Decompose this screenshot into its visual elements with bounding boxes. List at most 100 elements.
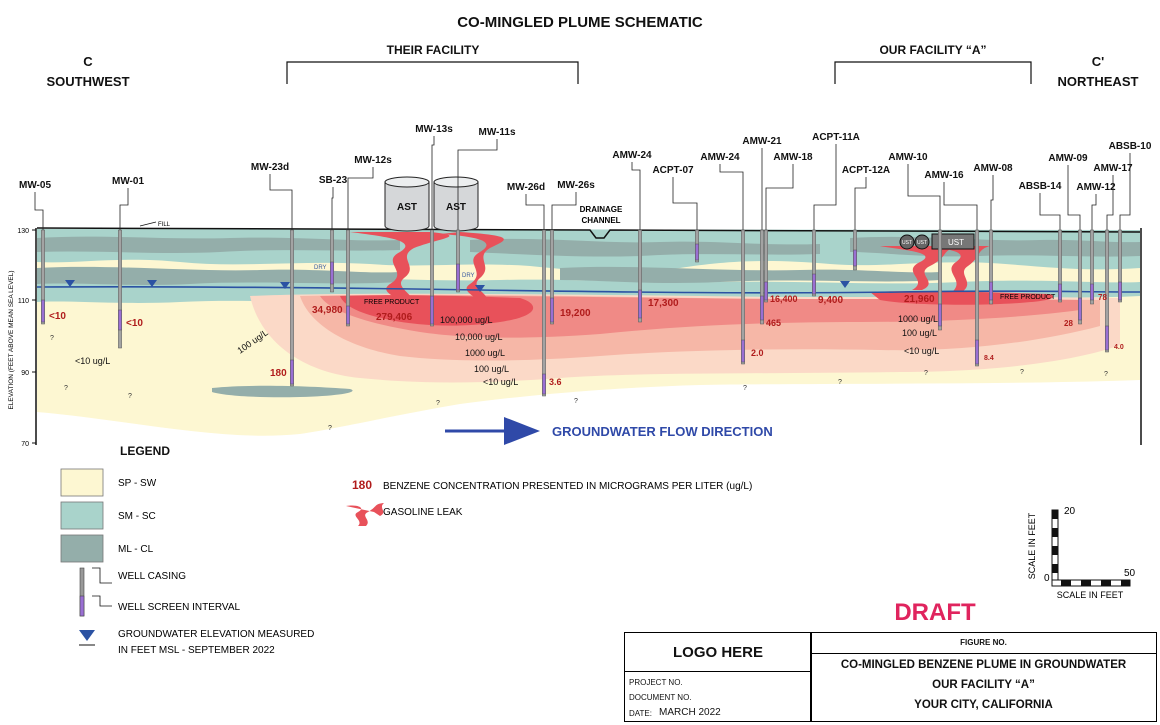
well-label: AMW-09	[1048, 153, 1088, 164]
well-screen	[853, 249, 857, 267]
concentration-value: 21,960	[904, 294, 935, 305]
well-leader	[719, 164, 744, 230]
drainage-label-2: CHANNEL	[581, 216, 620, 225]
fill-label: FILL	[158, 222, 171, 228]
legend-swatch-ml	[60, 534, 104, 563]
section-right-letter: C'	[1092, 54, 1104, 69]
legend-casing-label: WELL CASING	[118, 571, 186, 582]
well-screen	[1090, 283, 1094, 301]
well-leader	[854, 177, 867, 230]
ust-1-label: UST	[902, 240, 912, 246]
well-casing	[330, 229, 334, 293]
well-casing	[346, 229, 350, 327]
well-screen	[118, 309, 122, 331]
unknown-mark: ?	[838, 379, 842, 386]
groundwater-flow-label: GROUNDWATER FLOW DIRECTION	[552, 424, 773, 439]
ust-2-label: UST	[917, 240, 927, 246]
well-label: AMW-21	[742, 136, 782, 147]
scale-h-label: SCALE IN FEET	[1057, 590, 1124, 600]
well-casing	[41, 229, 45, 325]
well-label: AMW-24	[612, 150, 652, 161]
unknown-mark: ?	[924, 370, 928, 377]
groundwater-marker	[280, 282, 290, 289]
well-16: AMW-10	[888, 152, 942, 331]
well-label: AMW-08	[973, 163, 1013, 174]
draft-stamp: DRAFT	[894, 599, 976, 626]
contour-label: 1000 ug/L	[898, 314, 938, 324]
project-no-label: PROJECT NO.	[629, 678, 683, 687]
well-leader	[525, 194, 545, 230]
well-15: ACPT-12A	[842, 165, 890, 271]
concentration-value: 465	[766, 318, 781, 328]
well-casing	[760, 229, 764, 325]
gasoline-leak-1	[350, 232, 450, 304]
figure-title: CO-MINGLED PLUME SCHEMATIC	[457, 14, 703, 31]
concentration-value: <10	[126, 318, 143, 329]
groundwater-marker	[840, 281, 850, 288]
well-screen	[330, 261, 334, 285]
concentration-value: 180	[270, 368, 287, 379]
well-17: AMW-16	[924, 170, 979, 367]
unknown-marks: ???????????	[50, 335, 1108, 432]
well-label: ACPT-07	[652, 165, 694, 176]
well-casing	[456, 229, 460, 293]
legend-sm-label: SM - SC	[118, 511, 156, 522]
well-leader	[1091, 194, 1097, 230]
contour-label: 100,000 ug/L	[440, 315, 493, 325]
groundwater-elevation-markers	[65, 280, 850, 292]
well-leader	[431, 136, 435, 230]
well-screen	[1105, 325, 1109, 351]
groundwater-marker	[147, 280, 157, 287]
well-leader	[331, 187, 334, 230]
unknown-mark: ?	[128, 393, 132, 400]
legend-ml-label: ML - CL	[118, 544, 154, 555]
well-screen	[542, 373, 546, 395]
ast-2-label: AST	[446, 202, 466, 213]
free-product-right: FREE PRODUCT	[1000, 294, 1056, 301]
well-18: AMW-08	[973, 163, 1013, 305]
title-block-left: LOGO HERE PROJECT NO. DOCUMENT NO. DATE:…	[624, 632, 812, 722]
well-8: MW-26s	[550, 180, 595, 325]
well-label: AMW-10	[888, 152, 928, 163]
scale-bar: 20 0 50 SCALE IN FEET SCALE IN FEET	[1027, 506, 1136, 600]
well-5: MW-13s	[415, 124, 453, 327]
concentration-value: 4.0	[1114, 344, 1124, 351]
contour-label: <10 ug/L	[904, 346, 939, 356]
legend-leak-symbol	[346, 503, 384, 526]
well-leader	[943, 182, 978, 230]
well-label: MW-26d	[507, 182, 545, 193]
tick-70: 70	[21, 441, 29, 448]
well-label: ABSB-14	[1019, 181, 1062, 192]
document-no-label: DOCUMENT NO.	[629, 693, 692, 702]
water-table	[36, 285, 1141, 294]
well-screen	[741, 339, 745, 363]
well-20: AMW-09	[1048, 153, 1088, 325]
dry-label-2: DRY	[462, 273, 475, 279]
well-label: ACPT-12A	[842, 165, 890, 176]
concentration-value: <10	[49, 311, 66, 322]
title-block-line-3: YOUR CITY, CALIFORNIA	[914, 699, 1053, 711]
concentration-value: 17,300	[648, 298, 679, 309]
legend-title: LEGEND	[120, 444, 170, 458]
well-label: AMW-24	[700, 152, 740, 163]
well-11: AMW-24	[700, 152, 745, 365]
well-leader	[765, 164, 794, 230]
scale-v-label: SCALE IN FEET	[1027, 512, 1037, 579]
well-screen	[812, 273, 816, 295]
ml-cl-lens-1	[37, 236, 400, 253]
well-screen	[760, 295, 764, 321]
tank-ast-1: AST	[384, 176, 430, 232]
section-left-direction: SOUTHWEST	[46, 74, 129, 89]
well-screen	[764, 281, 768, 301]
well-label: AMW-17	[1093, 163, 1133, 174]
drainage-label-1: DRAINAGE	[580, 205, 623, 214]
well-label: AMW-18	[773, 152, 813, 163]
well-casing	[1105, 229, 1109, 353]
well-leader	[1106, 175, 1114, 230]
legend: LEGEND SP - SW SM - SC ML - CL WELL CASI…	[60, 444, 752, 656]
fill-leader	[139, 221, 157, 227]
well-screen	[638, 289, 642, 319]
